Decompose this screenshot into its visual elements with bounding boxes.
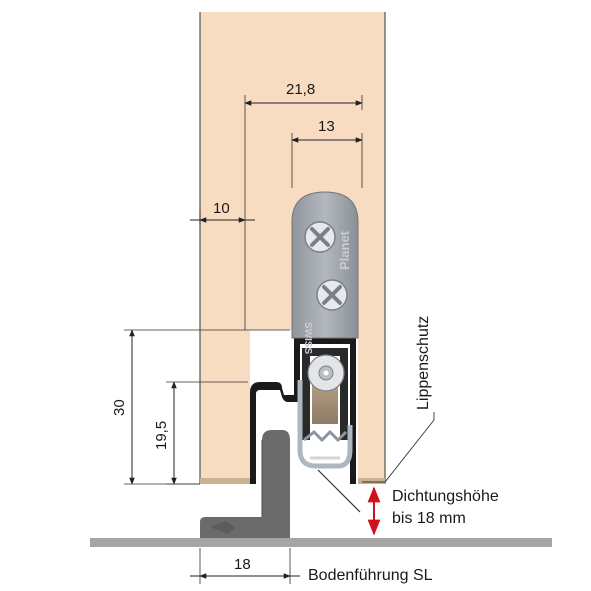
floor <box>90 538 552 547</box>
floor-guide <box>200 430 290 538</box>
screw-upper <box>304 221 336 253</box>
dim-height-total: 30 <box>111 329 290 485</box>
dim-guide-width: 18 <box>190 548 300 584</box>
dim-height-total-label: 30 <box>111 399 128 416</box>
seal-profile <box>250 336 356 484</box>
dim-overall-width: 21,8 <box>244 81 363 330</box>
dim-height-lower: 19,5 <box>153 381 248 485</box>
seal-leader <box>317 469 361 513</box>
plate-brand-planet: Planet <box>337 230 352 270</box>
label-seal-height-line2: bis 18 mm <box>392 510 466 527</box>
plate-brand-swiss: SWISS <box>302 322 313 355</box>
label-seal-height-line1: Dichtungshöhe <box>392 488 499 505</box>
door-bottom-strip-left <box>200 478 250 484</box>
dim-offset-label: 10 <box>213 200 230 217</box>
seal-lip <box>297 380 353 469</box>
mounting-plate: Planet SWISS <box>291 191 359 355</box>
label-floor-guide: Bodenführung SL <box>308 567 433 584</box>
dim-height-lower-label: 19,5 <box>153 421 170 450</box>
dim-plate-width-label: 13 <box>318 118 335 135</box>
dim-guide-width-label: 18 <box>234 556 251 573</box>
seal-mechanism <box>307 354 345 424</box>
screw-lower <box>316 279 348 311</box>
lip-leader <box>362 412 435 483</box>
label-lip-protection: Lippenschutz <box>415 316 432 410</box>
dim-overall-width-label: 21,8 <box>286 81 315 98</box>
dim-plate-width: 13 <box>291 118 363 188</box>
dim-offset: 10 <box>190 200 255 225</box>
door-bottom-strip-right <box>358 478 385 484</box>
